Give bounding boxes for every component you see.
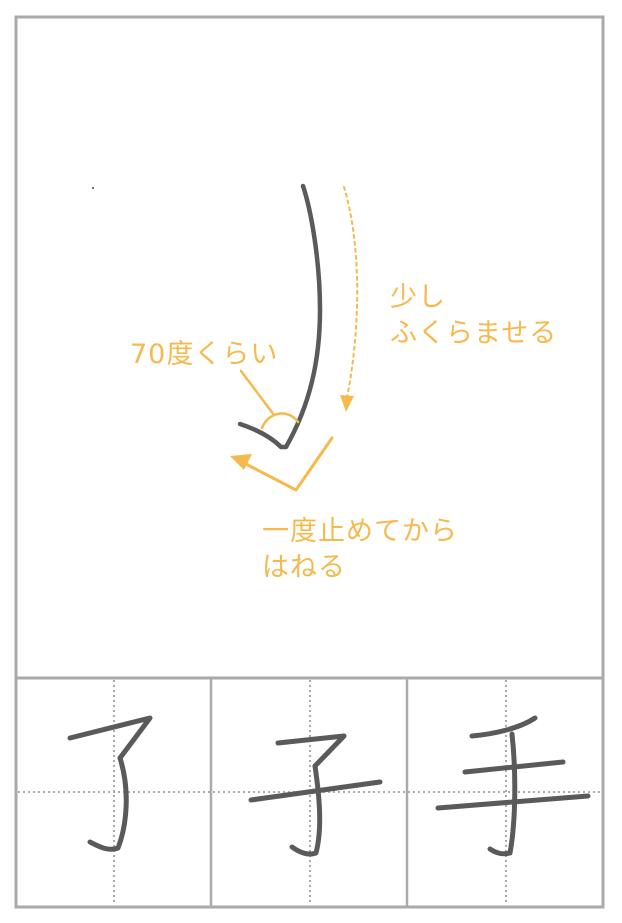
hook-stroke [237, 183, 323, 450]
stop-flick-arrow [240, 436, 334, 492]
stop-flick-note-line1: 一度止めてから [262, 516, 458, 547]
bulge-note-line2: ふくらませる [390, 318, 558, 349]
bulge-dotted-arrow [343, 186, 359, 399]
angle-leader-line [239, 369, 276, 417]
bulge-note: 少し ふくらませる [390, 280, 557, 352]
stop-flick-note: 一度止めてから はねる [262, 514, 458, 586]
speck [92, 187, 94, 189]
stop-flick-arrowhead [230, 454, 252, 470]
bulge-note-line1: 少し [390, 282, 446, 313]
examples-panel-frame [14, 676, 605, 909]
bulge-arrowhead [340, 395, 354, 412]
angle-note: 70度くらい [130, 339, 279, 370]
example-kanji-ryo [67, 715, 153, 852]
example-kanji-ko [248, 733, 383, 857]
stop-flick-note-line2: はねる [262, 552, 346, 583]
angle-arc [260, 412, 300, 430]
example-kanji-te [435, 715, 591, 857]
